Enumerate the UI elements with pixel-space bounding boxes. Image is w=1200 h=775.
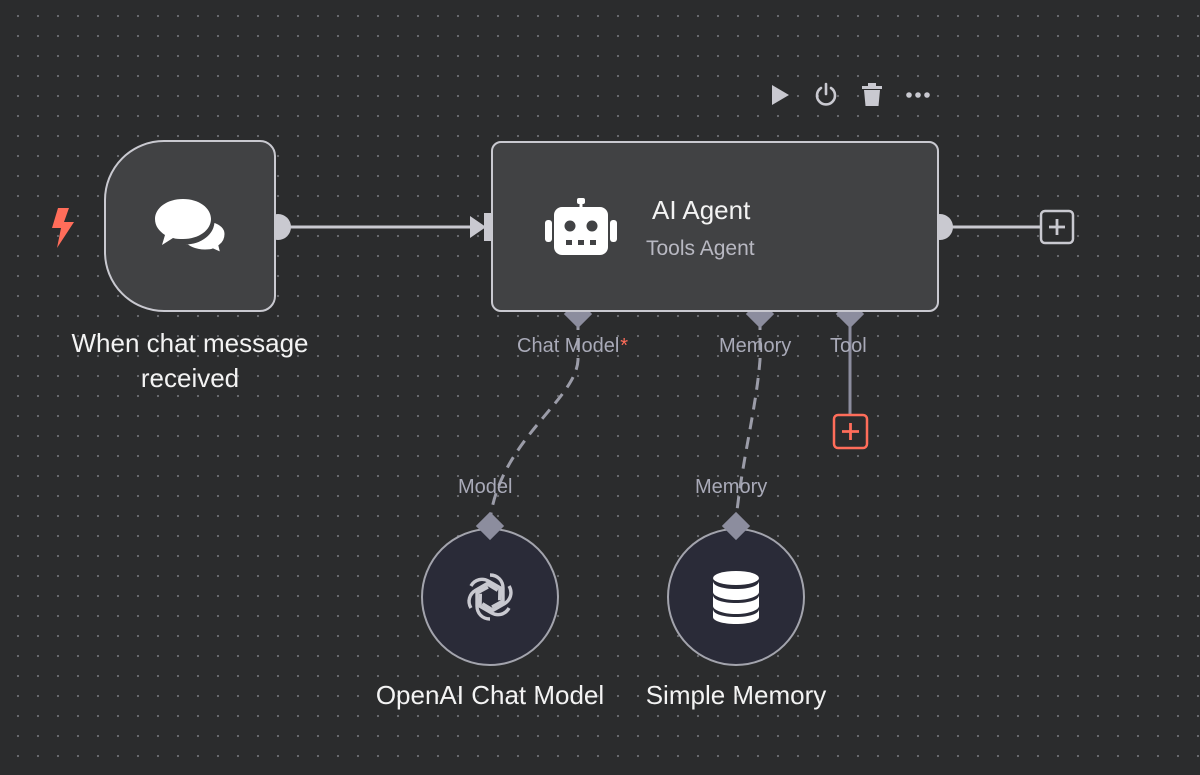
database-icon	[713, 571, 759, 624]
more-button[interactable]	[901, 78, 935, 112]
chat-bubbles-icon	[155, 199, 228, 257]
agent-icon-wrap	[544, 198, 618, 258]
power-icon	[815, 82, 837, 106]
connection-chat-model[interactable]	[488, 318, 580, 521]
trigger-badge	[48, 206, 78, 250]
trigger-node[interactable]	[104, 140, 276, 312]
connection-arrow-head	[470, 216, 486, 238]
agent-title: AI Agent	[652, 195, 751, 225]
openai-chat-model-node[interactable]	[421, 528, 559, 666]
execute-step-button[interactable]	[763, 78, 797, 112]
play-icon	[772, 85, 789, 105]
tool-port-label: Tool	[830, 335, 867, 357]
memory-input-label: Memory	[695, 476, 768, 498]
deactivate-button[interactable]	[809, 78, 843, 112]
trigger-node-label: When chat message received	[71, 328, 309, 393]
openai-node-label: OpenAI Chat Model	[375, 680, 605, 710]
trash-icon	[862, 83, 882, 106]
required-mark: *	[620, 335, 629, 357]
agent-subtitle: Tools Agent	[646, 237, 755, 260]
node-toolbar	[763, 78, 935, 112]
lightning-icon	[52, 208, 74, 248]
add-node-button[interactable]	[1039, 209, 1075, 245]
openai-icon	[467, 573, 513, 621]
simple-memory-node[interactable]	[667, 528, 805, 666]
connection-memory[interactable]	[734, 318, 762, 521]
memory-node-label: Simple Memory	[645, 680, 827, 710]
memory-input-port[interactable]	[721, 511, 751, 541]
memory-port-label: Memory	[719, 335, 792, 357]
delete-button[interactable]	[855, 78, 889, 112]
more-icon	[906, 92, 930, 98]
chat-model-label-text: Chat Model	[517, 335, 620, 357]
model-input-label: Model	[458, 476, 513, 498]
chat-model-port-label: Chat Model*	[517, 335, 628, 358]
add-tool-button[interactable]	[832, 413, 869, 450]
robot-icon	[545, 198, 617, 255]
openai-input-port[interactable]	[475, 511, 505, 541]
